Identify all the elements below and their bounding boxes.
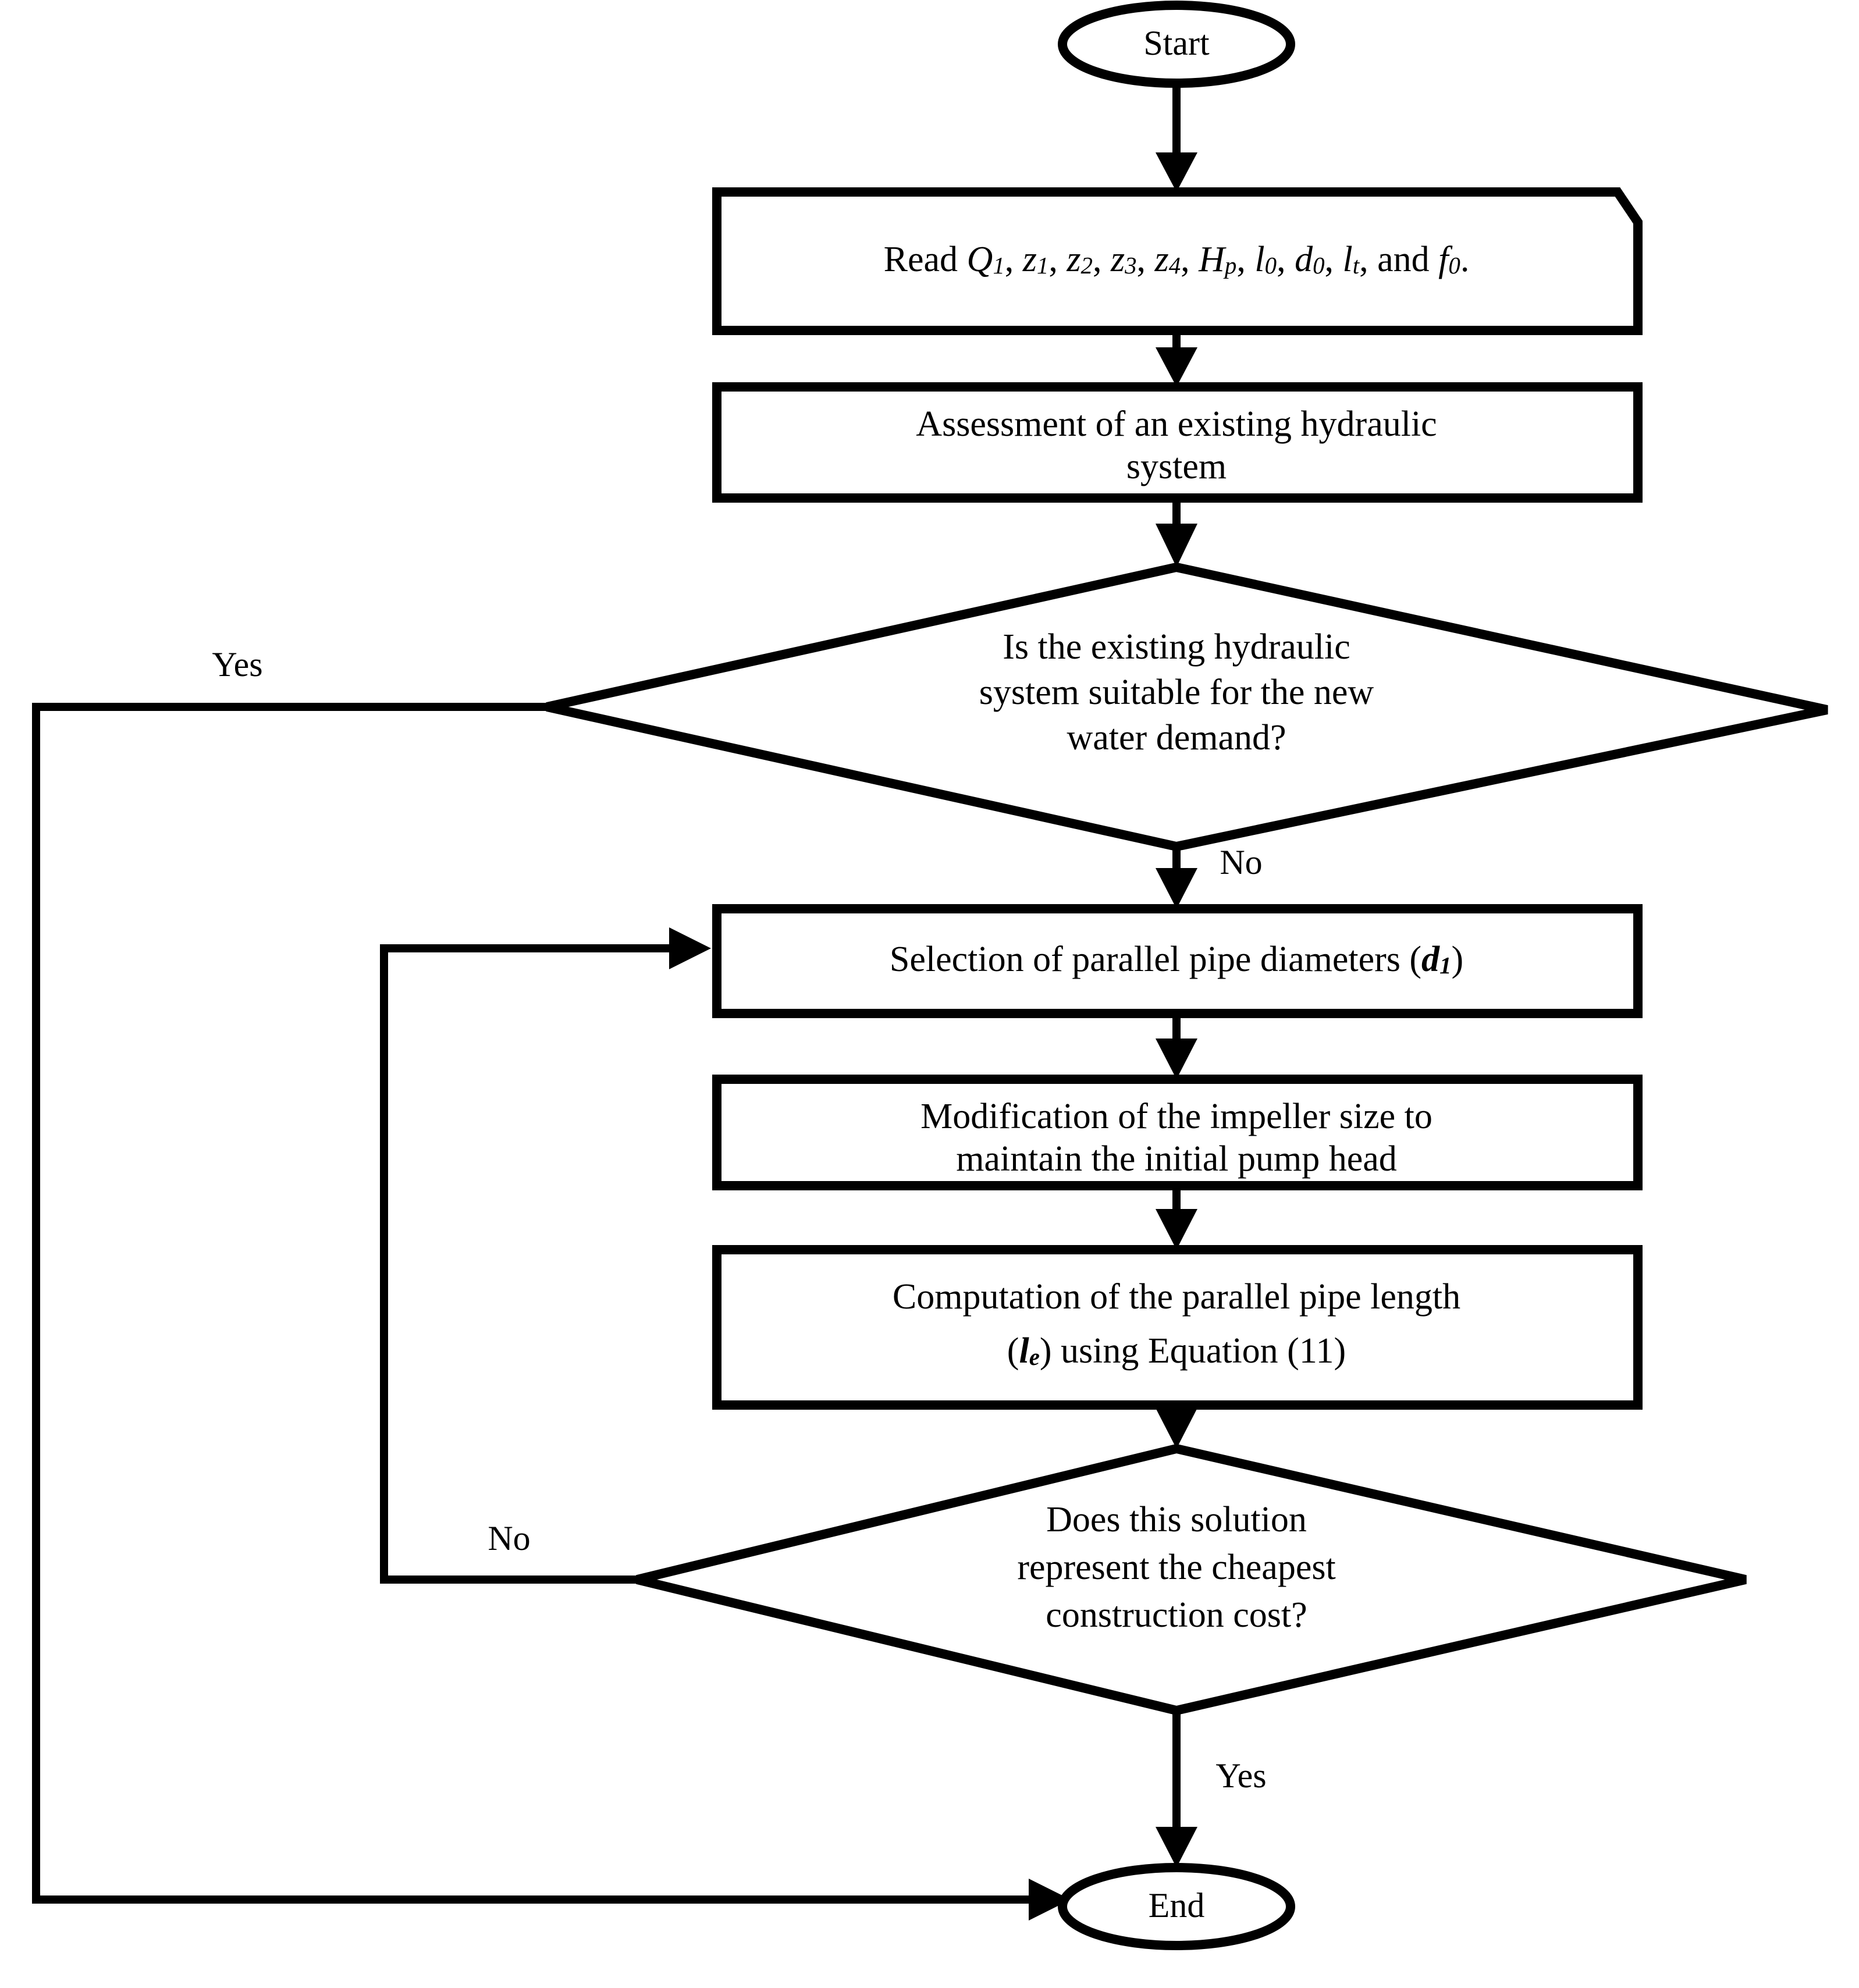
node-decision2[interactable]: Does this solution represent the cheapes… xyxy=(636,1443,1747,1716)
connector-decision1-no-to-selection xyxy=(1156,847,1197,909)
node-computation-label-line2: (le) using Equation (11) xyxy=(1007,1331,1346,1371)
node-modification[interactable]: Modification of the impeller size to mai… xyxy=(712,1075,1643,1190)
node-decision2-label-line1: Does this solution xyxy=(1046,1500,1307,1539)
connector-decision2-yes-to-end xyxy=(1156,1710,1197,1868)
node-computation-label-line1: Computation of the parallel pipe length xyxy=(893,1277,1460,1317)
node-decision1-label-line3: water demand? xyxy=(1067,718,1286,757)
edge-label-decision2-yes: Yes xyxy=(1215,1756,1266,1795)
read-prefix: Read xyxy=(884,240,967,279)
node-selection[interactable]: Selection of parallel pipe diameters (d1… xyxy=(712,904,1643,1018)
node-computation[interactable]: Computation of the parallel pipe length … xyxy=(712,1245,1643,1410)
node-decision2-label-line3: construction cost? xyxy=(1046,1595,1307,1635)
node-end-label: End xyxy=(1149,1886,1205,1925)
node-modification-label-line2: maintain the initial pump head xyxy=(956,1139,1397,1179)
node-selection-label: Selection of parallel pipe diameters (d1… xyxy=(890,940,1463,979)
node-assessment-label-line2: system xyxy=(1126,447,1227,486)
connector-computation-to-decision2 xyxy=(1156,1405,1197,1449)
node-assessment-label-line1: Assessment of an existing hydraulic xyxy=(916,404,1437,444)
edge-label-decision2-no: No xyxy=(488,1519,530,1557)
node-decision1-label-line1: Is the existing hydraulic xyxy=(1003,627,1350,667)
node-read-label: Read Q1, z1, z2, z3, z4, Hp, l0, d0, lt,… xyxy=(884,240,1470,279)
connector-decision2-no-to-selection xyxy=(380,927,711,1584)
connector-assessment-to-decision1 xyxy=(1156,498,1197,567)
connector-decision1-yes-to-end xyxy=(32,703,1071,1921)
node-decision1[interactable]: Is the existing hydraulic system suitabl… xyxy=(546,562,1828,852)
node-start-label: Start xyxy=(1143,24,1210,62)
connector-read-to-assessment xyxy=(1156,330,1197,387)
connector-start-to-read xyxy=(1156,70,1197,192)
node-modification-label-line1: Modification of the impeller size to xyxy=(920,1097,1433,1136)
node-assessment[interactable]: Assessment of an existing hydraulic syst… xyxy=(712,382,1643,503)
connector-modification-to-computation xyxy=(1156,1186,1197,1250)
node-decision1-label-line2: system suitable for the new xyxy=(979,673,1374,712)
node-start[interactable]: Start xyxy=(1058,1,1295,88)
node-decision2-label-line2: represent the cheapest xyxy=(1017,1548,1335,1587)
edge-label-decision1-yes: Yes xyxy=(212,645,262,684)
node-end[interactable]: End xyxy=(1058,1863,1295,1950)
node-read[interactable]: Read Q1, z1, z2, z3, z4, Hp, l0, d0, lt,… xyxy=(712,187,1643,335)
connector-selection-to-modification xyxy=(1156,1013,1197,1079)
edge-label-decision1-no: No xyxy=(1220,843,1262,881)
